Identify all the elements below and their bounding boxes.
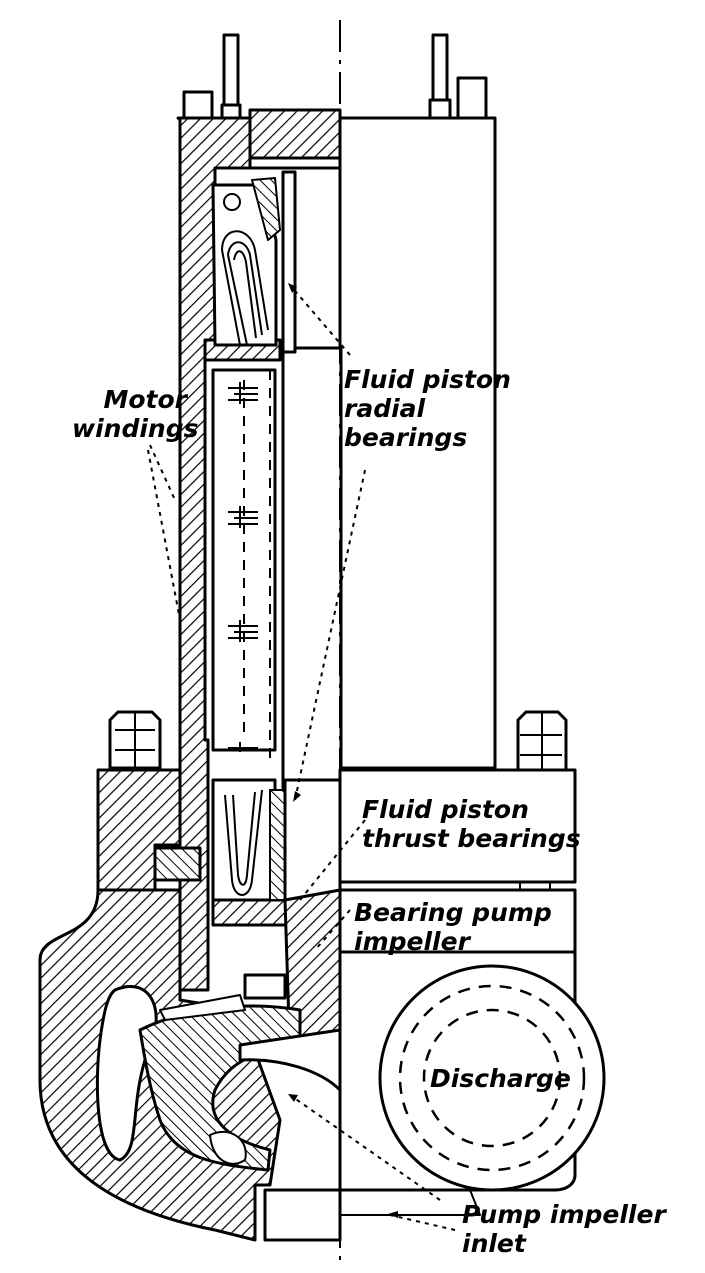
- inlet-line-2: inlet: [462, 1229, 526, 1258]
- radial-bearings-label: Fluid piston radial bearings: [344, 365, 511, 452]
- motor-housing-outline: [281, 116, 497, 790]
- radial-bearings-line-1: Fluid piston: [344, 365, 511, 394]
- motor-windings-line-2: windings: [72, 414, 199, 443]
- leader-arrowheads: [288, 283, 398, 1218]
- top-studs: [182, 33, 488, 124]
- pump-impeller-inlet-label: Pump impeller inlet: [462, 1200, 666, 1258]
- upper-winding-end-turns: [211, 177, 281, 347]
- motor-windings-label: Motor windings: [72, 385, 199, 443]
- lower-winding-end-turns: [211, 778, 292, 927]
- thrust-bearings-line-2: thrust bearings: [362, 824, 581, 853]
- stator-core: [211, 368, 277, 760]
- discharge-label: Discharge: [430, 1064, 571, 1093]
- inlet-line-1: Pump impeller: [462, 1200, 666, 1229]
- radial-bearings-line-3: bearings: [344, 423, 468, 452]
- motor-windings-line-1: Motor: [103, 385, 187, 414]
- bearing-pump-impeller-label: Bearing pump impeller: [354, 898, 552, 956]
- bearing-pump-line-2: impeller: [354, 927, 470, 956]
- thrust-bearings-label: Fluid piston thrust bearings: [362, 795, 581, 853]
- thrust-bearings-line-1: Fluid piston: [362, 795, 529, 824]
- radial-bearings-line-2: radial: [344, 394, 426, 423]
- bearing-pump-line-1: Bearing pump: [354, 898, 552, 927]
- discharge-port: [378, 964, 606, 1192]
- top-cover: [248, 108, 342, 170]
- leader-lines: [147, 284, 456, 1231]
- left-flange: [96, 710, 202, 961]
